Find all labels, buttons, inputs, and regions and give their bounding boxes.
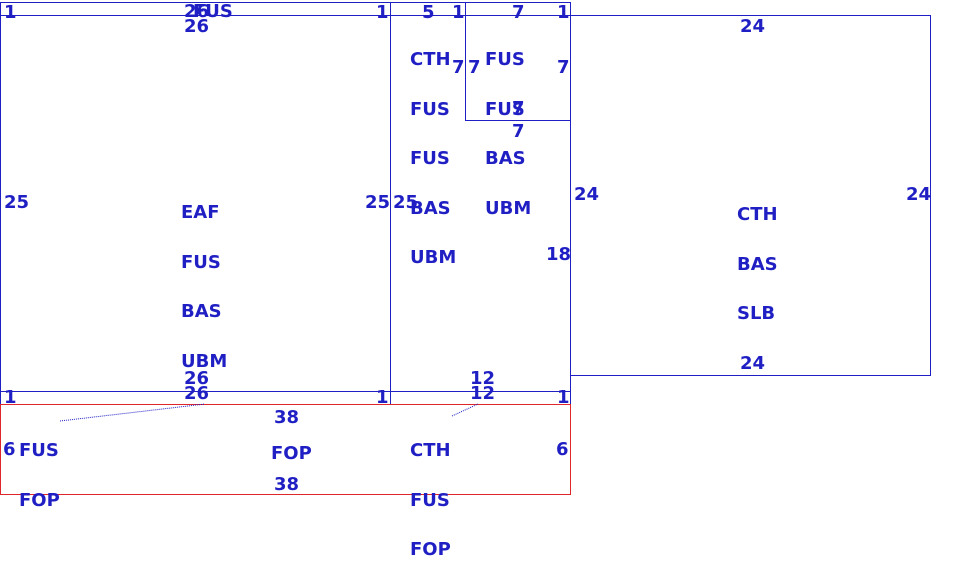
label-fop: FOP xyxy=(410,539,451,560)
top-strip-top-dim: 26 xyxy=(184,1,210,22)
right-top-dim: 24 xyxy=(740,16,766,37)
label-bas: BAS xyxy=(181,301,222,322)
label-ubm: UBM xyxy=(485,197,532,219)
top-strip-left-dim: 1 xyxy=(4,2,17,23)
red-bottom-panel xyxy=(0,404,571,495)
label-fus: FUS xyxy=(19,440,59,461)
inner-top-dim: 7 xyxy=(512,2,525,23)
right-bottom-dim: 24 xyxy=(740,353,766,374)
middle-labels: CTH FUS FUS BAS UBM xyxy=(410,19,456,283)
bottom-strip-left-dim: 1 xyxy=(4,387,17,408)
inner-left-outside-dim: 7 xyxy=(452,57,465,78)
inner-bottom-dim: 7 xyxy=(512,98,525,119)
inner-labels: FUS FUS BAS UBM xyxy=(485,19,531,234)
leader-lines xyxy=(59,403,479,422)
large-left-labels: EAF FUS BAS UBM xyxy=(181,172,227,387)
red-panel-label: FOP xyxy=(271,443,312,464)
red-right-dim: 6 xyxy=(556,439,569,460)
bottom-strip-mid-right-dim: 1 xyxy=(557,387,570,408)
large-left-bottom-dim: 26 xyxy=(184,368,210,389)
label-bas: BAS xyxy=(485,148,526,169)
label-fus: FUS xyxy=(410,98,450,120)
right-labels: CTH BAS SLB xyxy=(737,174,778,339)
top-strip-mid-right-dim: 1 xyxy=(557,2,570,23)
bottom-strip-right-dim: 1 xyxy=(376,387,389,408)
large-left-left-dim: 25 xyxy=(4,192,30,213)
top-strip-mid-left-dim: 1 xyxy=(452,2,465,23)
red-bottom-dim: 38 xyxy=(274,474,300,495)
label-fus: FUS xyxy=(485,98,525,120)
bottom-strip-top-left-dim: 26 xyxy=(184,383,210,404)
red-left-labels: FUS FOP xyxy=(19,410,60,526)
label-cth: CTH xyxy=(410,440,451,461)
top-strip-right-dim: 1 xyxy=(376,2,389,23)
inner-right-dim: 7 xyxy=(557,57,570,78)
leader-line-middle xyxy=(451,403,479,417)
large-left-top-dim: 26 xyxy=(184,16,210,37)
middle-bottom-dim: 12 xyxy=(470,368,496,389)
right-left-dim: 24 xyxy=(574,184,600,205)
middle-top-dim: 5 xyxy=(422,2,435,23)
middle-left-dim: 25 xyxy=(393,192,419,213)
label-fop: FOP xyxy=(19,489,60,511)
bottom-strip-top-right-dim: 12 xyxy=(470,383,496,404)
label-fus: FUS xyxy=(181,251,221,273)
red-left-dim: 6 xyxy=(3,439,16,460)
label-eaf: EAF xyxy=(181,202,220,223)
right-panel xyxy=(570,15,931,376)
label-fus: FUS xyxy=(410,489,450,511)
label-ubm: UBM xyxy=(410,247,457,268)
inner-below-dim: 7 xyxy=(512,121,525,142)
top-strip-label: FUS xyxy=(193,1,233,22)
red-mid-labels: CTH FUS FOP xyxy=(410,410,451,575)
red-top-dim: 38 xyxy=(274,407,300,428)
label-cth: CTH xyxy=(410,49,451,70)
label-bas: BAS xyxy=(410,197,451,219)
middle-right-dim: 18 xyxy=(546,244,572,265)
label-fus: FUS xyxy=(410,148,450,169)
label-bas: BAS xyxy=(737,253,778,275)
large-left-right-dim: 25 xyxy=(365,192,391,213)
label-slb: SLB xyxy=(737,303,776,324)
inner-left-dim: 7 xyxy=(468,57,481,78)
leader-line-left xyxy=(59,403,206,422)
right-right-dim: 24 xyxy=(906,184,932,205)
label-fus: FUS xyxy=(485,49,525,70)
label-cth: CTH xyxy=(737,204,778,225)
label-ubm: UBM xyxy=(181,350,228,372)
